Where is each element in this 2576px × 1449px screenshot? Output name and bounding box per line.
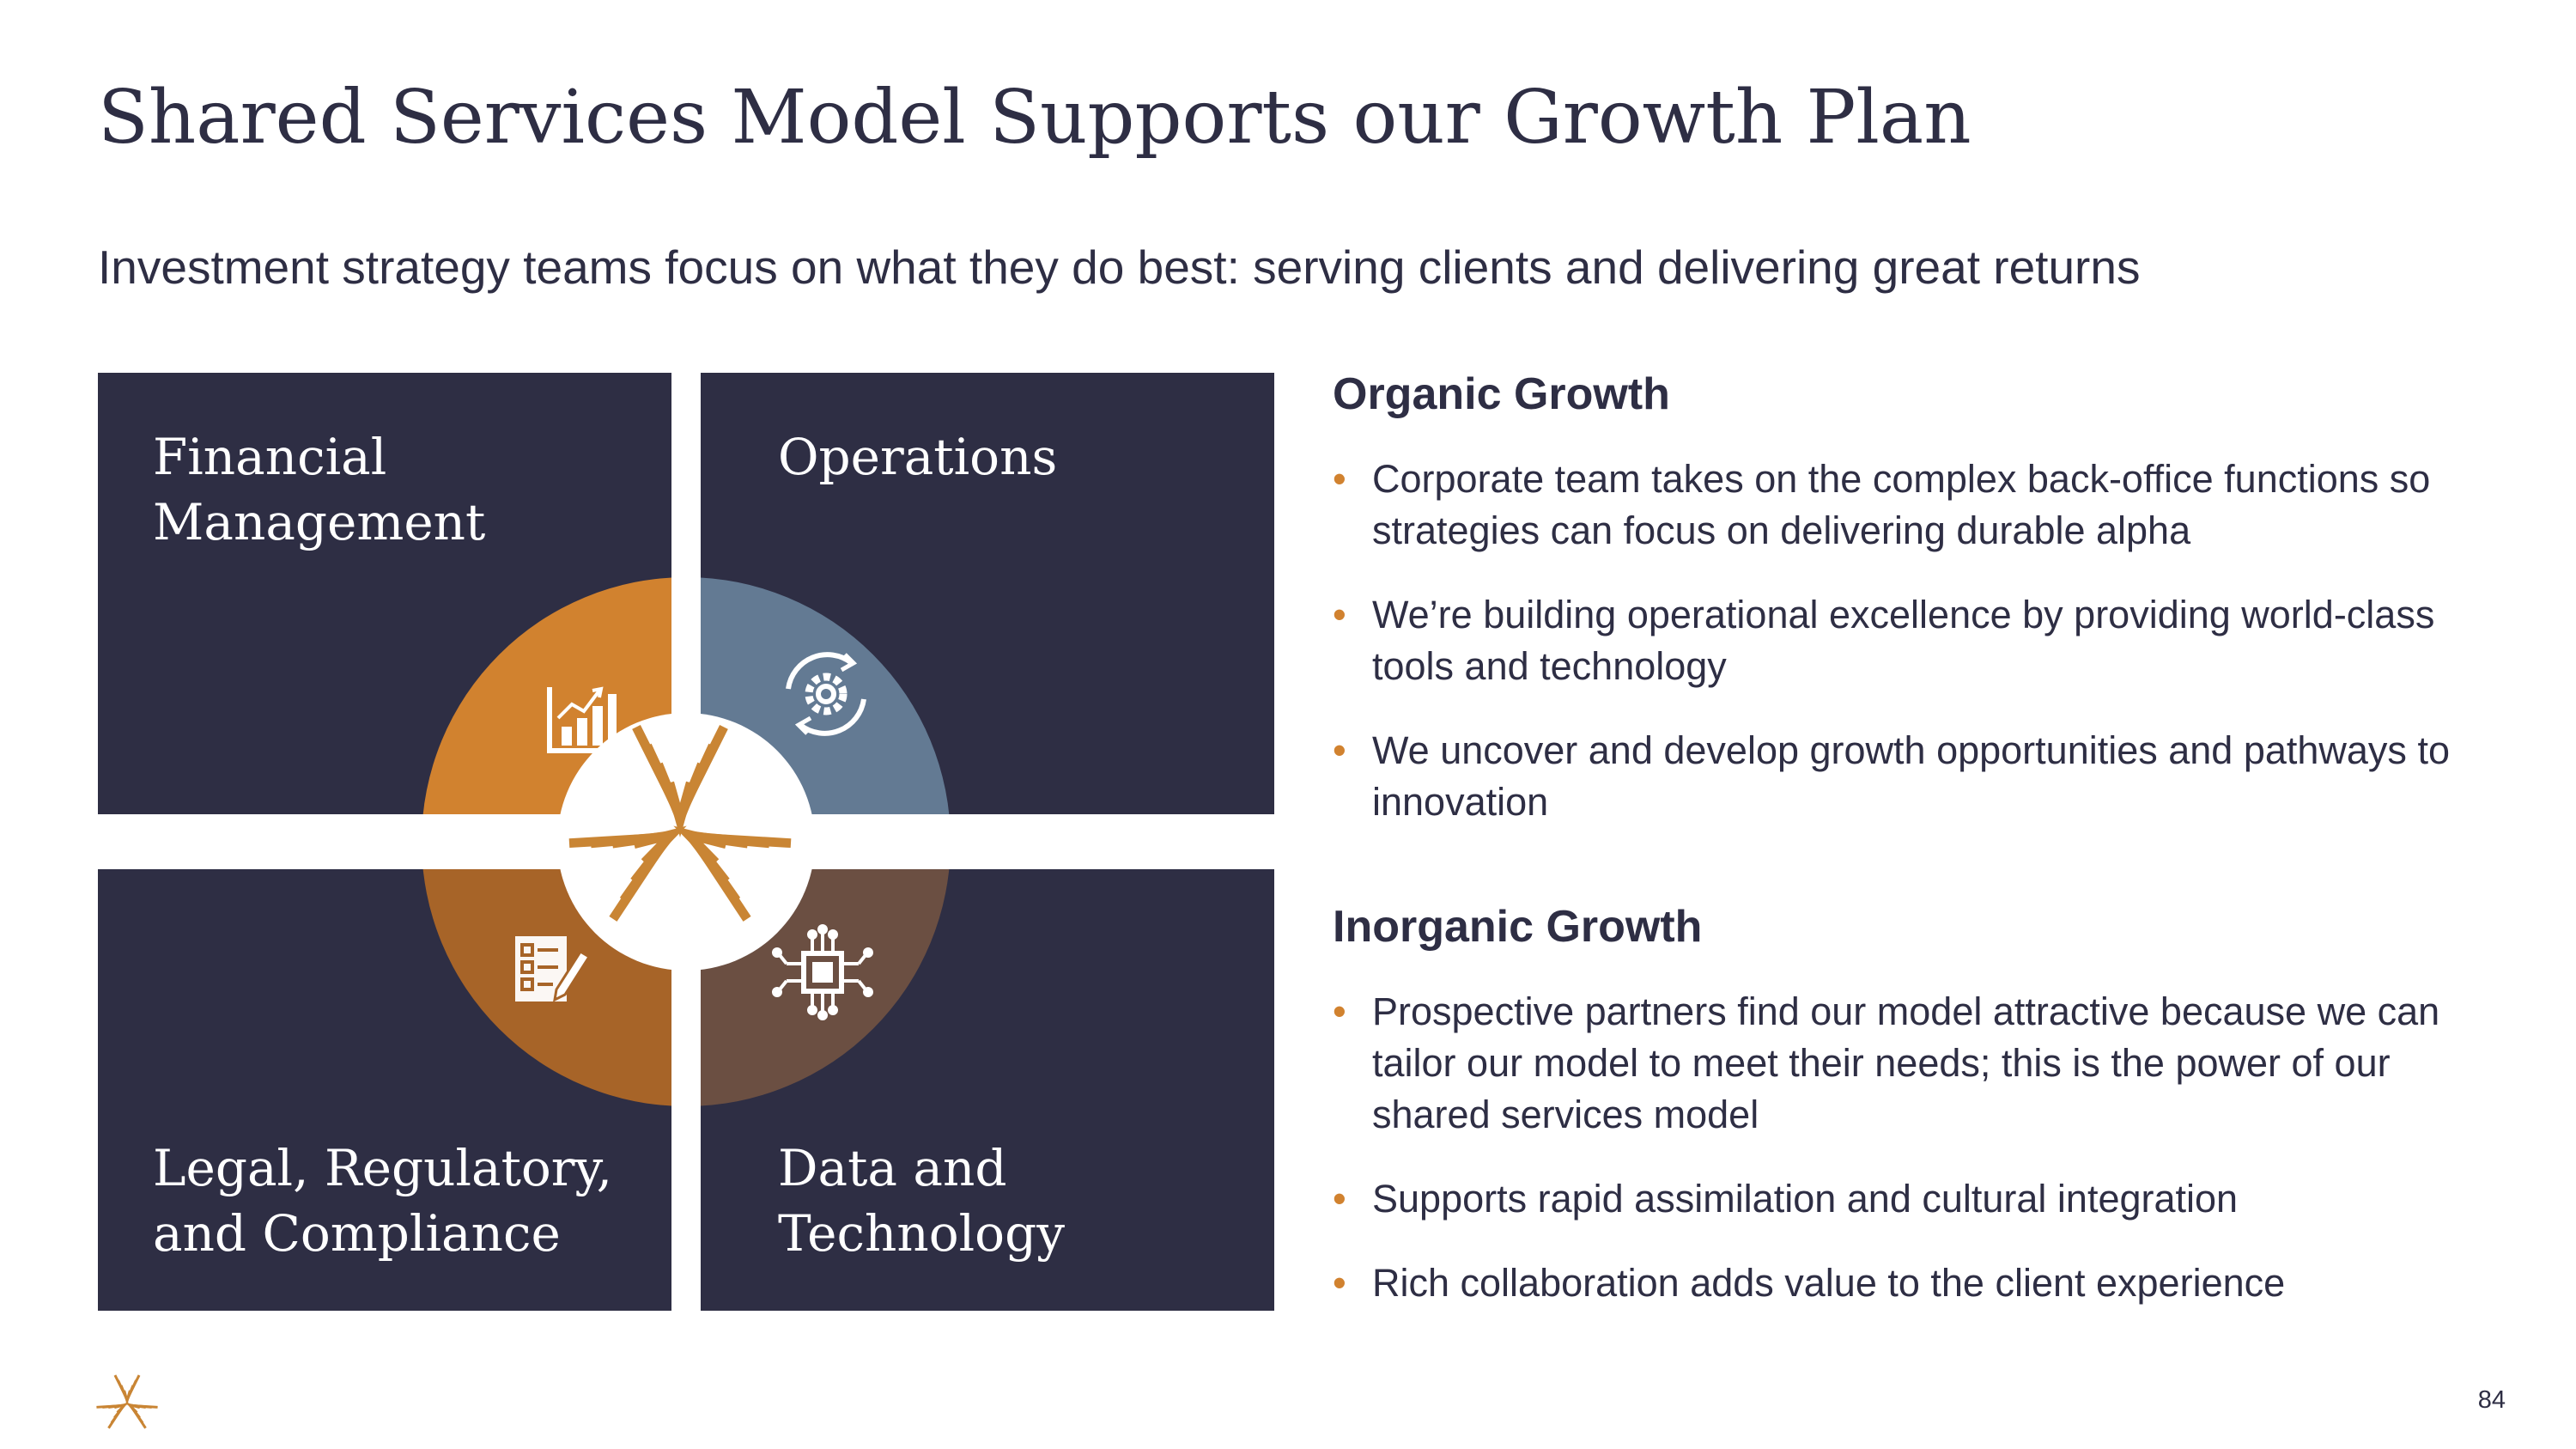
organic-growth-list: • Corporate team takes on the complex bac… xyxy=(1333,454,2500,828)
bullet-dot-icon: • xyxy=(1333,1261,1346,1306)
bullet-dot-icon: • xyxy=(1333,989,1346,1034)
page-number: 84 xyxy=(2477,1386,2506,1414)
quadrant-label-legal: Legal, Regulatory, and Compliance xyxy=(153,1139,613,1263)
inorganic-bullet-item: • Rich collaboration adds value to the cl… xyxy=(1333,1257,2500,1309)
organic-growth-heading: Organic Growth xyxy=(1333,369,1670,419)
inorganic-bullet-item: • Supports rapid assimilation and cultura… xyxy=(1333,1173,2500,1225)
bullet-dot-icon: • xyxy=(1333,1177,1346,1221)
organic-growth-section: Organic Growth • Corporate team takes on … xyxy=(1333,368,2500,828)
quadrant-financial-management: Financial Management xyxy=(98,373,671,814)
bullet-dot-icon: • xyxy=(1333,457,1346,502)
quadrant-label-operations: Operations xyxy=(778,428,1058,486)
quadrant-operations: Operations xyxy=(701,373,1274,814)
quadrant-data-technology: Data and Technology xyxy=(701,869,1274,1311)
organic-bullet-item: • We’re building operational excellence b… xyxy=(1333,589,2500,692)
inorganic-bullet-text: Prospective partners find our model attr… xyxy=(1372,989,2440,1137)
bullet-dot-icon: • xyxy=(1333,593,1346,637)
organic-bullet-text: We uncover and develop growth opportunit… xyxy=(1372,728,2450,825)
organic-bullet-item: • We uncover and develop growth opportuni… xyxy=(1333,725,2500,828)
inorganic-bullet-text: Supports rapid assimilation and cultural… xyxy=(1372,1177,2239,1221)
organic-bullet-item: • Corporate team takes on the complex bac… xyxy=(1333,454,2500,557)
bullet-dot-icon: • xyxy=(1333,728,1346,773)
quadrant-label-financial-management: Financial Management xyxy=(153,428,486,551)
inorganic-bullet-item: • Prospective partners find our model att… xyxy=(1333,986,2500,1141)
slide-title: Shared Services Model Supports our Growt… xyxy=(98,75,1971,161)
footer-starburst-logo-icon xyxy=(96,1374,158,1429)
inorganic-growth-heading: Inorganic Growth xyxy=(1333,902,1703,952)
quadrant-legal-regulatory-compliance: Legal, Regulatory, and Compliance xyxy=(98,869,671,1311)
slide-subtitle: Investment strategy teams focus on what … xyxy=(98,240,2141,294)
organic-bullet-text: We’re building operational excellence by… xyxy=(1372,593,2435,689)
inorganic-growth-section: Inorganic Growth • Prospective partners f… xyxy=(1333,900,2500,1309)
quadrant-label-data-technology: Data and Technology xyxy=(778,1139,1065,1263)
inorganic-bullet-text: Rich collaboration adds value to the cli… xyxy=(1372,1261,2286,1306)
organic-bullet-text: Corporate team takes on the complex back… xyxy=(1372,457,2431,553)
inorganic-growth-list: • Prospective partners find our model att… xyxy=(1333,986,2500,1309)
